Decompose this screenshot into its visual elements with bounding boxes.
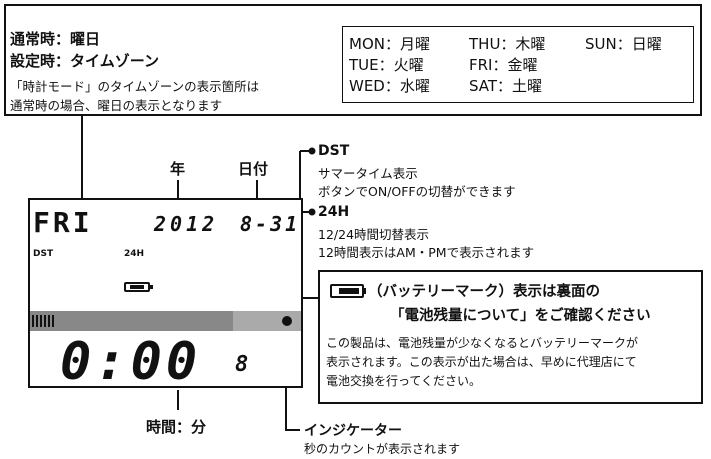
callout-setting-label: 設定時：タイムゾーン (10, 52, 159, 70)
date-label: 日付 (238, 160, 269, 178)
weekday-fri: FRI：金曜 (469, 56, 538, 74)
battery-title-2: 「電池残量について」をご確認ください (390, 308, 651, 324)
callout-note-2: 通常時の場合、曜日の表示となります (10, 98, 223, 113)
lcd-battery-icon (124, 282, 153, 292)
time-label: 時間：分 (146, 418, 207, 436)
weekday-tue: TUE：火曜 (349, 56, 424, 74)
battery-notice: （バッテリーマーク）表示は裏面の 「電池残量について」をご確認ください この製品… (318, 270, 703, 404)
lcd-seconds: 8 (235, 352, 251, 377)
lcd-day: FRI (33, 206, 93, 239)
battery-title-1: （バッテリーマーク）表示は裏面の (368, 284, 600, 300)
lcd-year: 2012 (154, 212, 219, 236)
battery-icon (330, 284, 366, 298)
lcd-display: FRI 2012 8-31 DST 24H 0:00 8 (28, 198, 303, 392)
h24-title: 24H (318, 204, 350, 220)
dst-desc-1: サマータイム表示 (318, 166, 418, 181)
dst-title: DST (318, 143, 350, 159)
weekday-sat: SAT：土曜 (469, 77, 543, 95)
lcd-dst: DST (33, 249, 54, 259)
weekday-mon: MON：月曜 (349, 35, 430, 53)
weekday-legend: MON：月曜 THU：木曜 SUN：日曜 TUE：火曜 FRI：金曜 WED：水… (342, 26, 694, 103)
weekday-thu: THU：木曜 (469, 35, 546, 53)
dst-desc-2: ボタンでON/OFFの切替ができます (318, 184, 516, 199)
indicator-title: インジケーター (304, 423, 402, 439)
h24-desc-1: 12/24時間切替表示 (318, 227, 430, 242)
seconds-indicator-bar (30, 311, 301, 331)
lcd-time: 0:00 (60, 332, 202, 392)
year-label: 年 (170, 160, 186, 178)
battery-body-1: この製品は、電池残量が少なくなるとバッテリーマークが (326, 336, 639, 350)
weekday-sun: SUN：日曜 (585, 35, 662, 53)
indicator-desc: 秒のカウントが表示されます (304, 442, 461, 456)
battery-body-3: 電池交換を行ってください。 (326, 374, 482, 388)
lcd-24h: 24H (124, 249, 145, 259)
lcd-date: 8-31 (240, 212, 301, 236)
h24-desc-2: 12時間表示はAM・PMで表示されます (318, 245, 535, 260)
weekday-wed: WED：水曜 (349, 77, 430, 95)
battery-body-2: 表示されます。この表示が出た場合は、早めに代理店にて (326, 355, 637, 369)
callout-normal-label: 通常時：曜日 (10, 30, 101, 48)
day-timezone-callout: 通常時：曜日 設定時：タイムゾーン 「時計モード」のタイムゾーンの表示箇所は 通… (4, 4, 702, 116)
callout-note-1: 「時計モード」のタイムゾーンの表示箇所は (10, 79, 260, 94)
